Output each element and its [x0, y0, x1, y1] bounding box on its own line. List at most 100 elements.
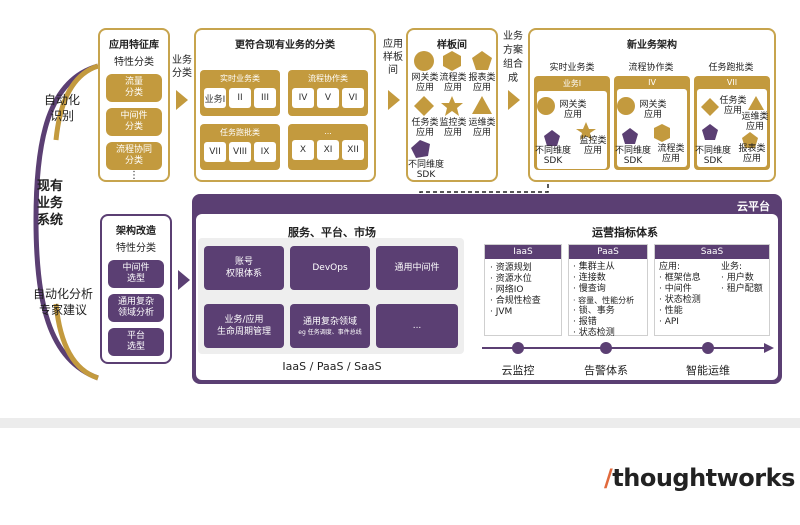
arrow-label-business: 业务分类 [172, 55, 192, 79]
gem-icon [411, 140, 430, 158]
timeline-label: 云监控 [501, 364, 535, 377]
logo-text: thoughtworks [612, 464, 795, 492]
ops-line: · 资源规划 [490, 263, 532, 273]
arch-col-realtime[interactable]: 业务I [534, 76, 610, 170]
class-group-batch[interactable]: 任务跑批类 VII VIII IX [200, 124, 280, 170]
sample-label: 报表类应用 [468, 73, 496, 93]
class-cell: VI [342, 88, 364, 108]
timeline-dot [702, 342, 714, 354]
arch-band: 业务I [562, 79, 582, 88]
ops-line: · 合规性检查 [490, 296, 541, 306]
ops-col-header: IaaS [485, 245, 561, 259]
timeline-label: 智能运维 [686, 364, 730, 377]
feature-lib-subtitle: 特性分类 [114, 57, 154, 68]
class-cell: VIII [229, 142, 251, 162]
class-cell: IX [254, 142, 276, 162]
service-card-account[interactable]: 账号权限体系 [204, 246, 284, 290]
ops-line: · 资源水位 [490, 274, 532, 284]
services-footer: IaaS / PaaS / SaaS [282, 360, 382, 373]
arrow-right-icon [176, 90, 188, 110]
arch-mod-middleware[interactable]: 中间件选型 [108, 260, 164, 288]
hexagon-icon [443, 51, 461, 71]
ops-line: · 用户数 [721, 273, 754, 283]
thoughtworks-logo: /thoughtworks [604, 464, 795, 492]
arch-icons [537, 96, 764, 148]
gem-icon [702, 124, 718, 140]
class-cell: 业务I [204, 88, 226, 108]
class-cell: X [292, 140, 314, 160]
arch-label: 监控类应用 [579, 136, 607, 156]
class-group-label: 实时业务类 [220, 74, 260, 83]
class-group-process[interactable]: 流程协作类 IV V VI [288, 70, 368, 116]
class-cell: IV [292, 88, 314, 108]
circle-icon [414, 51, 434, 71]
arch-label: 流程类应用 [657, 144, 685, 164]
arch-mod-domain[interactable]: 通用复杂领域分析 [108, 294, 164, 322]
arch-label: 报表类应用 [738, 144, 766, 164]
class-cell: V [317, 88, 339, 108]
arch-mod-title: 架构改造 [116, 226, 156, 237]
feature-item-traffic[interactable]: 流量分类 [106, 74, 162, 102]
classification-title: 更符合现有业务的分类 [235, 40, 335, 51]
triangle-icon [472, 96, 492, 114]
service-card-devops[interactable]: DevOps [290, 246, 370, 290]
arrow-right-icon [508, 90, 520, 110]
arch-band: VII [726, 78, 738, 87]
class-cell: XII [342, 140, 364, 160]
ops-line: · 连接数 [573, 273, 606, 283]
triangle-icon [748, 96, 764, 110]
hexagon-icon [654, 124, 670, 142]
class-group-label: ... [324, 127, 332, 136]
class-group-label: 流程协作类 [308, 74, 348, 83]
star-icon [576, 122, 596, 140]
class-group-realtime[interactable]: 实时业务类 业务I II III [200, 70, 280, 116]
arch-mod-platform[interactable]: 平台选型 [108, 328, 164, 356]
feature-item-process[interactable]: 流程协同分类 [106, 142, 162, 170]
ops-col-header: PaaS [569, 245, 647, 259]
existing-system-label: 现有业务系统 [36, 179, 63, 228]
timeline-dot [512, 342, 524, 354]
arch-col-header: 任务跑批类 [708, 63, 754, 73]
star-icon [441, 96, 463, 116]
timeline-label: 告警体系 [584, 364, 628, 377]
ops-line: 应用: [659, 262, 681, 272]
ops-line: · 集群主从 [573, 262, 615, 272]
circle-icon [617, 97, 635, 115]
arch-col-header: 实时业务类 [549, 63, 595, 73]
logo-slash: / [604, 464, 613, 492]
feature-item-middleware[interactable]: 中间件分类 [106, 108, 162, 136]
ops-line: · JVM [490, 307, 513, 317]
class-group-label: 任务跑批类 [220, 128, 260, 137]
ops-line: · 中间件 [659, 284, 692, 294]
sample-label: 网关类应用 [411, 73, 439, 93]
ops-line: · 状态检测 [659, 295, 701, 305]
diamond-icon [701, 98, 719, 116]
ops-line: · 容量、性能分析 [573, 296, 635, 305]
footer-divider [0, 418, 800, 428]
service-card-more[interactable]: ... [376, 304, 458, 348]
service-card-lifecycle[interactable]: 业务/应用生命周期管理 [204, 304, 284, 348]
service-card-middleware[interactable]: 通用中间件 [376, 246, 458, 290]
ops-col-header: SaaS [655, 245, 769, 259]
ops-col-iaas: IaaS · 资源规划 · 资源水位 · 网络IO · 合规性检查 · JVM [484, 244, 562, 336]
pentagon-icon [472, 51, 492, 70]
arch-mod-panel: 架构改造 特性分类 中间件选型 通用复杂领域分析 平台选型 [100, 214, 172, 364]
arch-label: 网关类应用 [639, 100, 667, 120]
sample-room-title: 样板间 [437, 40, 467, 51]
ops-line: · 网络IO [490, 285, 524, 295]
left-brace [33, 63, 99, 381]
class-cell: II [229, 88, 251, 108]
arch-label: 运维类应用 [741, 112, 769, 132]
feature-lib-panel: 应用特征库 特性分类 流量分类 中间件分类 流程协同分类 ⋮ [98, 28, 170, 182]
sample-label: 任务类应用 [411, 118, 439, 138]
sample-label: 运维类应用 [468, 118, 496, 138]
ops-line: · 慢查询 [573, 284, 606, 294]
ops-line: · 租户配额 [721, 284, 763, 294]
class-group-more[interactable]: ... X XI XII [288, 124, 368, 170]
arch-label: 任务类应用 [719, 96, 747, 116]
